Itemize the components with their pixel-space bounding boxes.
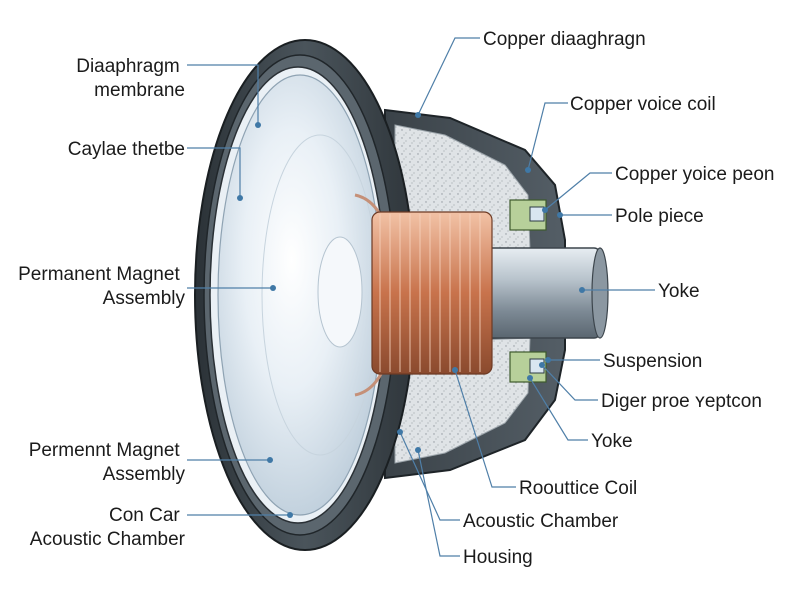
leader-lines-left: [187, 64, 293, 518]
label-copper-voice-coil: Copper voice coil: [570, 94, 716, 115]
label-copper-yoice-peon: Copper yoice peon: [615, 164, 775, 185]
voice-coil-shape: [371, 211, 493, 375]
label-suspension: Suspension: [603, 351, 702, 372]
label-diger-proe-veptcon: Diger proe ʏeptcon: [601, 391, 762, 412]
label-pole-piece: Pole piece: [615, 206, 704, 227]
label-housing: Housing: [463, 547, 533, 568]
label-permennt-magnet-assembly: Permennt Magnet Assembly: [29, 440, 186, 485]
diaphragm-cone-shape: [217, 74, 383, 516]
terminal-blocks-shape: [509, 199, 547, 383]
label-caylae-thetbe: Caylae thetbe: [68, 139, 185, 160]
label-yoke-bottom: Yoke: [591, 431, 633, 452]
leader-lines-right: [397, 37, 655, 557]
label-con-car-acoustic-chamber: Con Car Acoustic Chamber: [30, 505, 186, 550]
label-rooutice-coil: Roouttice Coil: [519, 478, 637, 499]
label-acoustic-chamber: Acoustic Chamber: [463, 511, 619, 532]
label-yoke-top: Yoke: [658, 281, 700, 302]
label-copper-diaaghragn: Copper diaaghragn: [483, 29, 646, 50]
label-permanent-magnet-assembly: Permanent Magnet Assembly: [18, 264, 185, 309]
label-diaphragm-membrane: Diaaphragm membrane: [76, 56, 185, 101]
